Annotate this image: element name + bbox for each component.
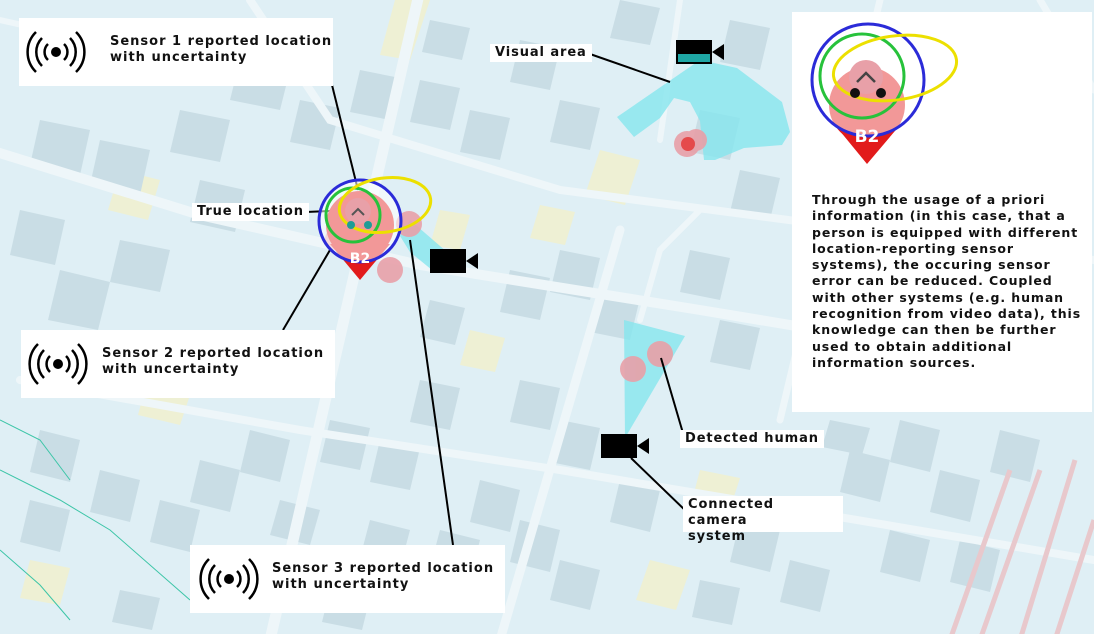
detected-human-marker [620, 356, 646, 382]
detected-human-marker [647, 341, 673, 367]
wireless-signal-icon [199, 558, 259, 600]
sensor-2-label-line2: with uncertainty [102, 362, 240, 377]
person-chevron [351, 207, 365, 216]
camera-system-label-line2: system [688, 529, 746, 544]
video-camera-icon [430, 249, 478, 273]
info-panel-text: Through the usage of a priori informatio… [812, 192, 1082, 370]
person-head [849, 60, 883, 94]
buildings [10, 0, 1040, 630]
camera-view-area-top [617, 60, 790, 160]
callout-visual-area [589, 53, 671, 83]
person-badge: B2 [855, 127, 880, 147]
person-badge: B2 [350, 251, 370, 267]
true-location-label: True location [192, 203, 309, 221]
sensor-2-uncertainty-circle [818, 32, 906, 120]
info-person-illustration: B2 [810, 22, 959, 164]
person-eye-left [850, 88, 860, 98]
callout-lines [282, 53, 689, 546]
sensor-2-label-line1: Sensor 2 reported location [102, 346, 325, 361]
sensor-1-label-line2: with uncertainty [110, 50, 248, 65]
sensor-3-label: Sensor 3 reported location with uncertai… [272, 561, 494, 593]
camera-system-label-line1: Connected camera [688, 497, 774, 528]
callout-sensor-3 [409, 239, 454, 546]
wireless-signal-icon [26, 31, 86, 73]
person-chevron [856, 71, 876, 83]
sensor-3-uncertainty-circle [831, 33, 959, 103]
person-eye-right [364, 221, 372, 229]
video-camera-icon [601, 434, 649, 458]
detected-human-core [681, 137, 695, 151]
sensor-3-uncertainty-circle [337, 176, 433, 234]
camera-system-label: Connected camera system [683, 496, 843, 544]
sensor-1-label-line1: Sensor 1 reported location [110, 34, 333, 49]
video-camera-icon [676, 40, 724, 64]
wireless-signal-icon [28, 343, 88, 385]
sensor-2-label: Sensor 2 reported location with uncertai… [102, 346, 324, 378]
person-eye-right [876, 88, 886, 98]
sensor-3-label-line1: Sensor 3 reported location [272, 561, 495, 576]
railway [949, 459, 1094, 634]
sensor-3-label-line2: with uncertainty [272, 577, 410, 592]
sensor-1-label-box [19, 18, 333, 86]
person-eye-left [347, 221, 355, 229]
callout-camera [630, 457, 689, 514]
callout-sensor-1 [331, 84, 359, 191]
callout-detected-human [660, 357, 686, 441]
person-location-group: B2 [317, 176, 433, 280]
detected-human-label: Detected human [680, 430, 824, 448]
detected-human-marker [377, 257, 403, 283]
detected-human-marker [396, 211, 422, 237]
sensor-1-label: Sensor 1 reported location with uncertai… [110, 34, 332, 66]
waterways [0, 419, 191, 621]
sensor-2-label-box [21, 330, 335, 398]
sensor-3-label-box [190, 545, 505, 613]
visual-area-label: Visual area [490, 44, 592, 62]
callout-sensor-2 [282, 249, 331, 331]
person-head [345, 198, 371, 224]
